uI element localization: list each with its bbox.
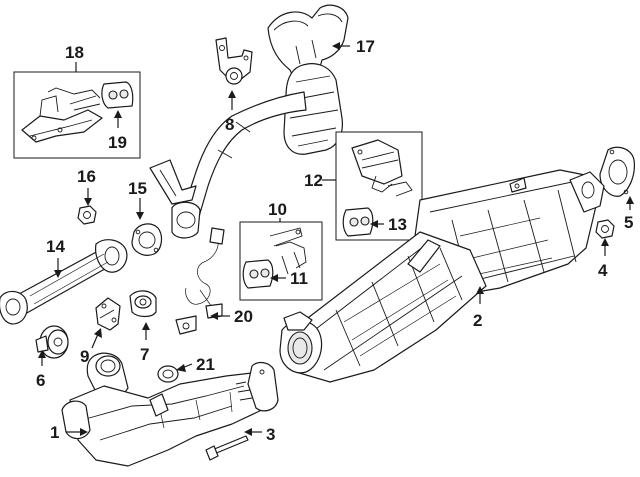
callout-3: 3 [266,425,275,444]
callout-17: 17 [356,37,375,56]
callout-numbers: 1 2 3 4 5 6 7 8 9 10 11 12 13 14 15 16 1… [36,37,633,444]
callout-box-10 [239,221,323,301]
callout-16: 16 [77,167,96,186]
callout-5: 5 [624,213,633,232]
callout-9: 9 [80,347,89,366]
part-21-clamp [157,365,179,383]
part-4-nut [595,219,615,239]
callout-8: 8 [225,115,234,134]
part-9-bracket [95,297,121,331]
callout-18: 18 [65,43,84,62]
callout-14: 14 [46,237,65,256]
callout-7: 7 [140,345,149,364]
callout-13: 13 [388,215,407,234]
callout-11: 11 [290,269,308,288]
callout-box-18 [13,71,141,159]
part-8-bracket [215,37,253,85]
callout-15: 15 [128,179,147,198]
callout-20: 20 [234,307,253,326]
part-16-nut [77,205,97,225]
callout-4: 4 [598,261,608,280]
callout-6: 6 [36,371,45,390]
part-2-dpf-assembly [279,169,605,383]
part-15-gasket [131,223,163,256]
part-6-clamp [35,325,69,359]
part-5-gasket [599,146,635,197]
callout-1: 1 [50,423,59,442]
part-3-bolt [205,435,249,461]
part-7-flange [129,290,157,318]
part-downpipe-upper [149,4,349,239]
leader-lines [38,42,634,436]
part-14-pipe [0,239,128,325]
callout-19: 19 [108,133,127,152]
callout-box-12 [335,131,423,241]
part-1-front-catalyst [61,352,279,467]
callout-12: 12 [304,171,323,190]
callout-10: 10 [268,200,287,219]
part-20-sensor [175,227,225,335]
callout-21: 21 [196,355,215,374]
callout-2: 2 [473,311,482,330]
